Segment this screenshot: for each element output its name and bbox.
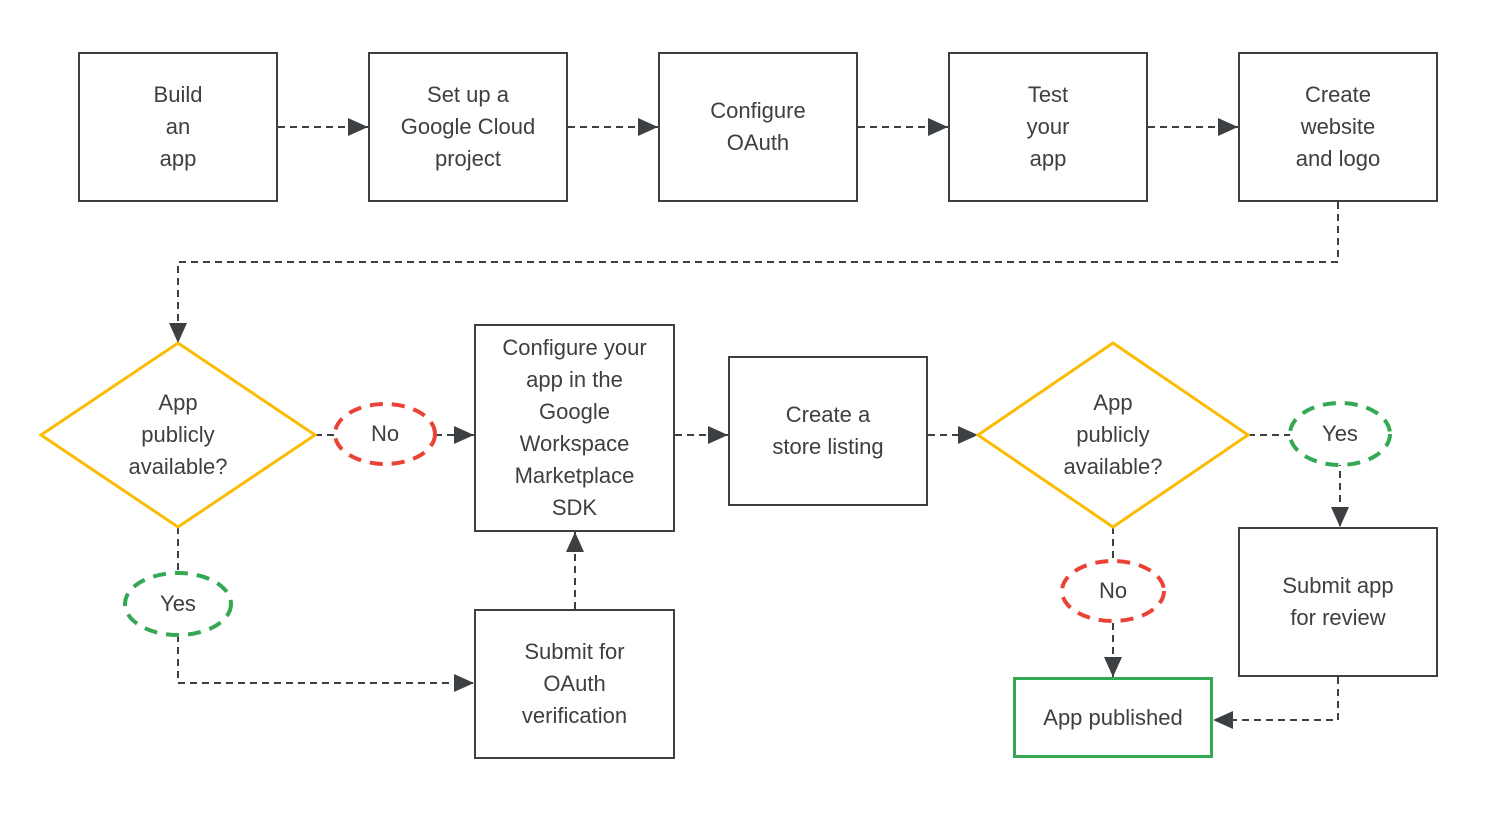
node-build-app: Build an app	[78, 52, 278, 202]
yes1-bubble	[123, 571, 233, 637]
decision2-diamond	[975, 341, 1251, 529]
edges-group	[169, 118, 1349, 729]
no1-bubble	[333, 402, 437, 466]
edge-website-to-decision1	[169, 202, 1339, 343]
yes2-bubble	[1288, 401, 1392, 467]
node-marketplace-sdk: Configure your app in the Google Workspa…	[474, 324, 675, 532]
node-website-logo: Create website and logo	[1238, 52, 1438, 202]
node-oauth-verification: Submit for OAuth verification	[474, 609, 675, 759]
node-store-listing: Create a store listing	[728, 356, 928, 506]
node-cloud-project: Set up a Google Cloud project	[368, 52, 568, 202]
no2-bubble	[1060, 559, 1166, 623]
node-submit-review: Submit app for review	[1238, 527, 1438, 677]
node-test-app: Test your app	[948, 52, 1148, 202]
node-configure-oauth: Configure OAuth	[658, 52, 858, 202]
node-app-published: App published	[1013, 677, 1213, 758]
decision1-diamond	[38, 341, 318, 529]
edge-submit-review-to-published	[1213, 677, 1339, 729]
